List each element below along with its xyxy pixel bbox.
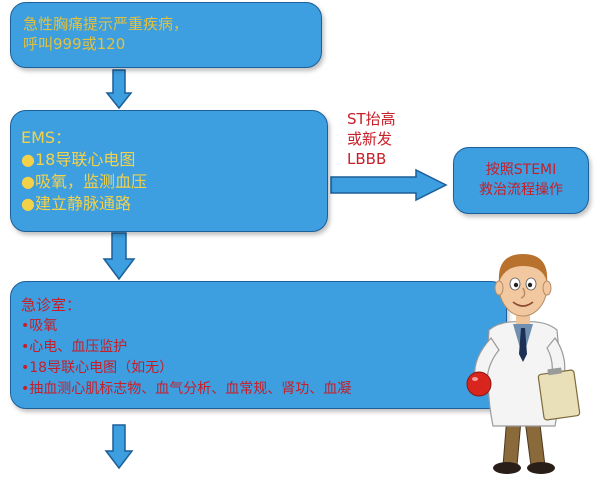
arrow-down-3: [104, 424, 134, 470]
stemi-line-2: 救治流程操作: [479, 182, 563, 198]
emergency-room-item: •心电、血压监护: [21, 339, 128, 355]
condition-line-1: ST抬高: [347, 110, 396, 128]
condition-line-2: 或新发: [347, 130, 393, 148]
emergency-call-line-1: 急性胸痛提示严重疾病，: [23, 15, 189, 33]
emergency-call-box: 急性胸痛提示严重疾病， 呼叫999或120: [10, 2, 322, 68]
stemi-line-1: 按照STEMI: [485, 162, 557, 178]
doctor-illustration-icon: [466, 254, 581, 474]
ems-box: EMS： ●18导联心电图 ●吸氧，监测血压 ●建立静脉通路: [10, 110, 328, 232]
emergency-call-line-2: 呼叫999或120: [23, 35, 126, 53]
ems-heading: EMS：: [21, 128, 72, 147]
emergency-room-item: •抽血测心肌标志物、血气分析、血常规、肾功、血凝: [21, 381, 352, 397]
emergency-room-box: 急诊室： •吸氧 •心电、血压监护 •18导联心电图（如无） •抽血测心肌标志物…: [10, 281, 507, 409]
emergency-room-heading: 急诊室：: [21, 296, 82, 314]
arrow-down-1: [105, 69, 133, 110]
ems-item: ●建立静脉通路: [21, 194, 131, 213]
ems-item: ●18导联心电图: [21, 150, 136, 169]
emergency-room-item: •吸氧: [21, 318, 58, 334]
ems-item: ●吸氧，监测血压: [21, 172, 147, 191]
stemi-procedure-box: 按照STEMI 救治流程操作: [453, 147, 589, 214]
condition-line-3: LBBB: [347, 150, 387, 168]
arrow-right: [330, 168, 448, 202]
st-elevation-condition-label: ST抬高 或新发 LBBB: [347, 109, 396, 169]
emergency-room-item: •18导联心电图（如无）: [21, 360, 174, 376]
arrow-down-2: [102, 232, 136, 281]
